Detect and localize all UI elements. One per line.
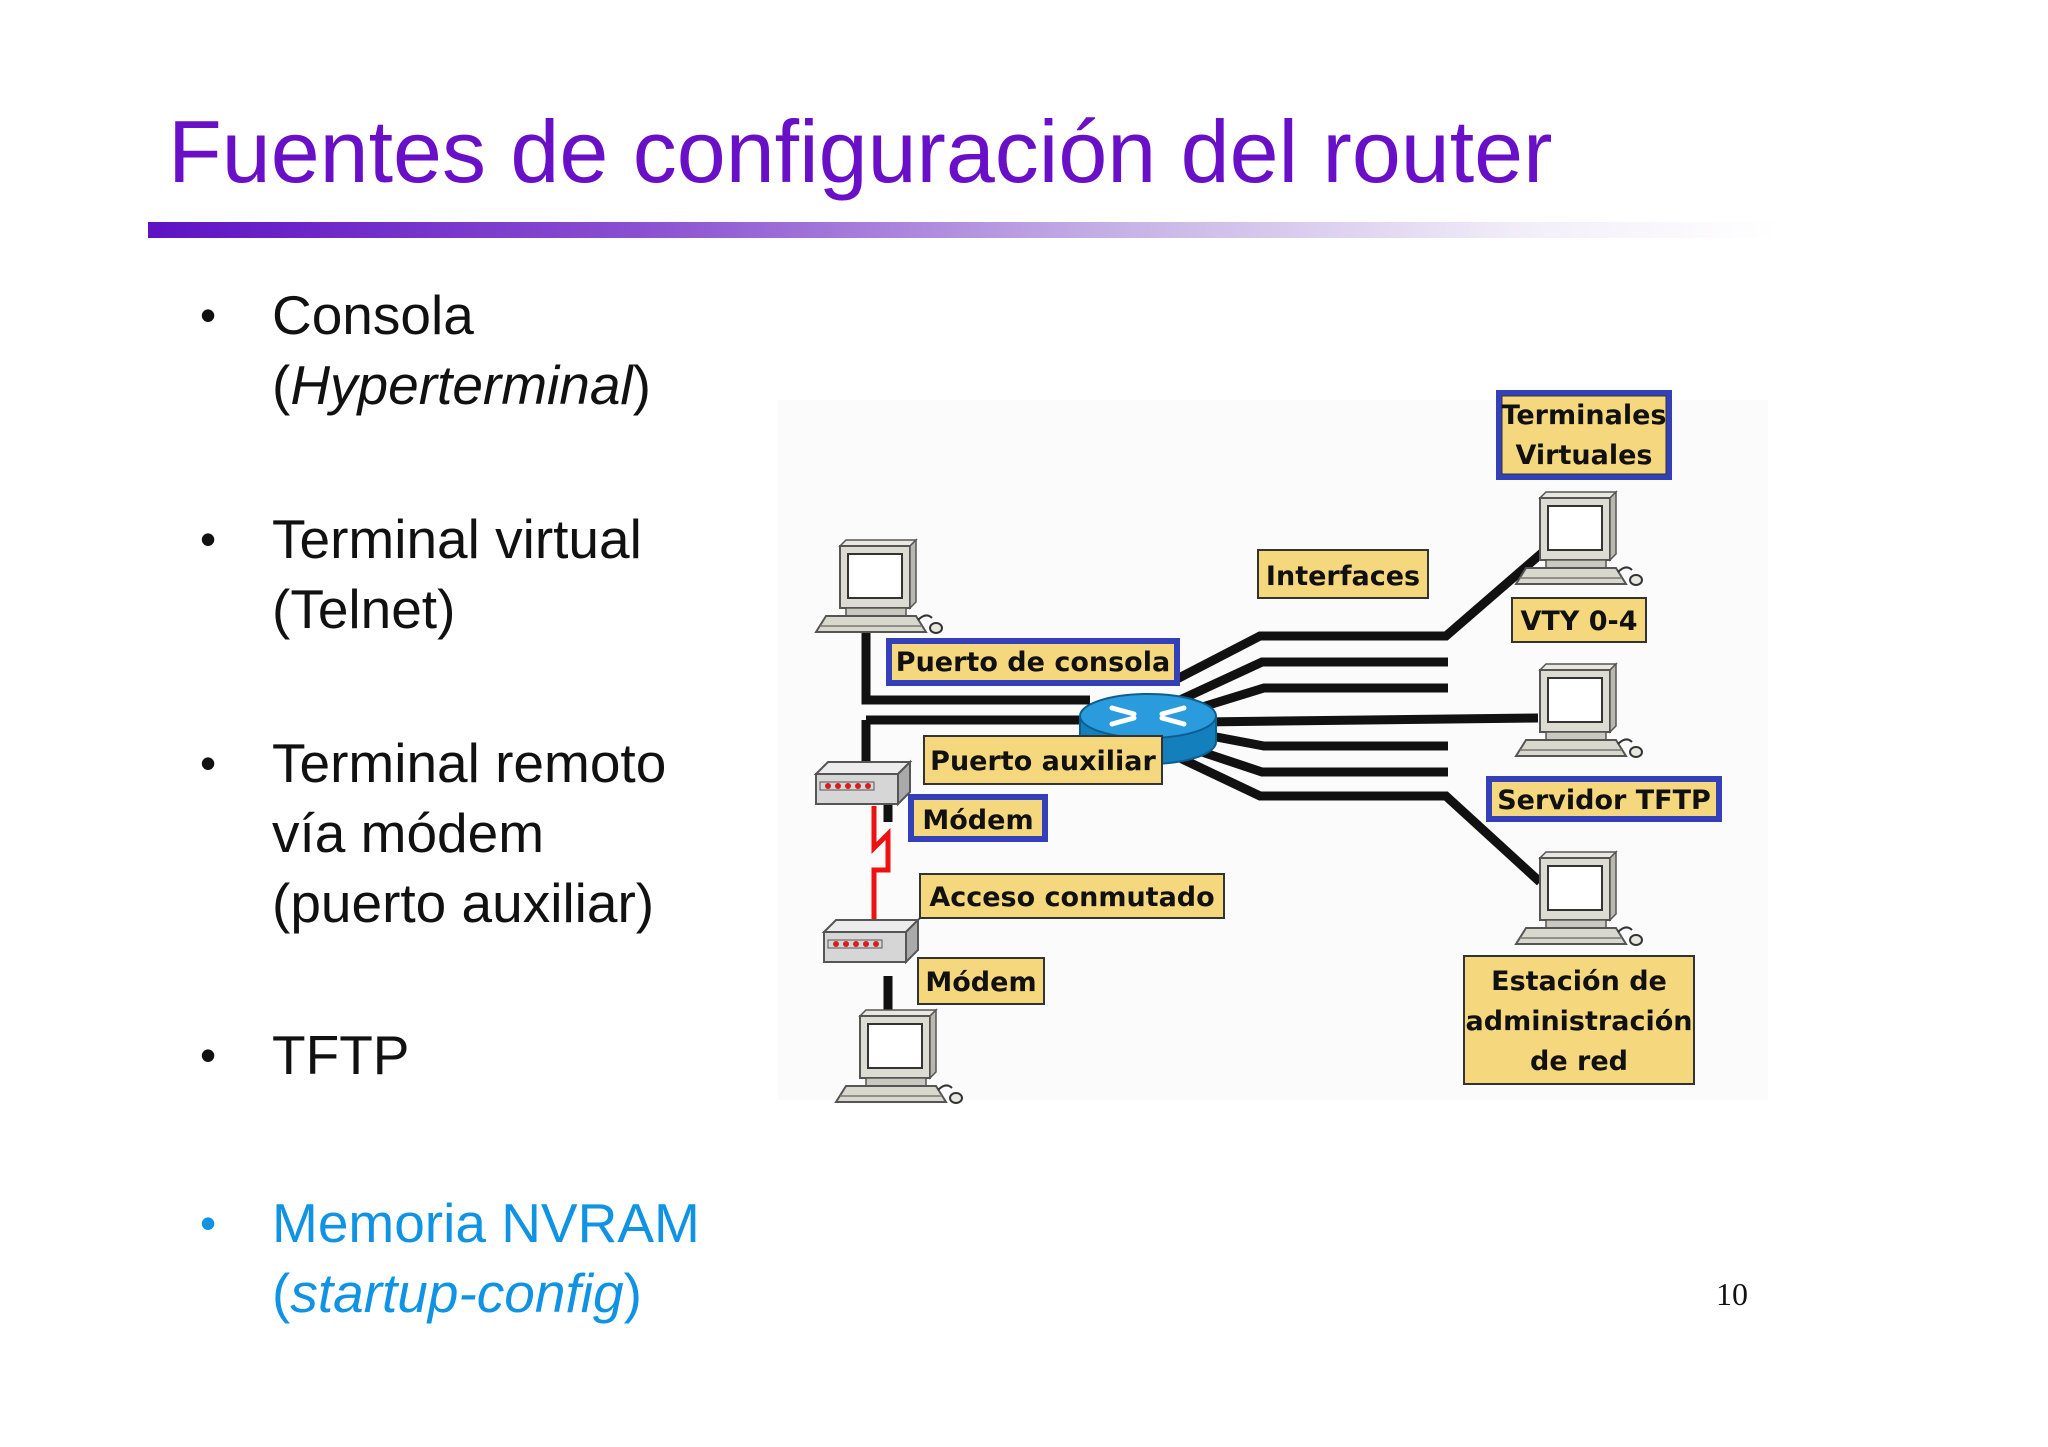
svg-text:administración: administración bbox=[1466, 1006, 1693, 1037]
title-underline bbox=[148, 222, 1780, 238]
bullet-line: vía módem bbox=[272, 802, 545, 864]
label-vty: VTY 0-4 bbox=[1511, 597, 1647, 643]
svg-text:VTY 0-4: VTY 0-4 bbox=[1520, 606, 1637, 637]
label-interfaces: Interfaces bbox=[1257, 549, 1429, 599]
bullet-line: (Telnet) bbox=[272, 578, 456, 640]
svg-text:Módem: Módem bbox=[922, 805, 1033, 836]
bullet-dot: • bbox=[200, 289, 217, 341]
label-puerto-auxiliar: Puerto auxiliar bbox=[923, 735, 1163, 785]
modem-icon-top bbox=[815, 761, 911, 805]
bullet-line: (puerto auxiliar) bbox=[272, 872, 655, 934]
bullet-dot: • bbox=[200, 513, 217, 565]
bullet-line: Terminal virtual bbox=[272, 508, 642, 570]
svg-text:Módem: Módem bbox=[925, 967, 1036, 998]
bullet-line: Memoria NVRAM bbox=[272, 1192, 700, 1254]
label-puerto-consola: Puerto de consola bbox=[886, 638, 1180, 686]
svg-text:Puerto de consola: Puerto de consola bbox=[896, 647, 1170, 678]
bullet-italic: startup-config bbox=[290, 1262, 624, 1324]
bullet-line: TFTP bbox=[272, 1024, 410, 1086]
svg-text:Estación de: Estación de bbox=[1491, 966, 1667, 997]
svg-text:de red: de red bbox=[1530, 1046, 1628, 1077]
bullet-italic: Hyperterminal bbox=[290, 354, 633, 416]
bullet-dot: • bbox=[200, 737, 217, 789]
svg-text:Virtuales: Virtuales bbox=[1516, 440, 1653, 471]
label-terminales-virtuales: Terminales Virtuales bbox=[1496, 390, 1672, 480]
svg-text:Servidor TFTP: Servidor TFTP bbox=[1497, 785, 1711, 816]
label-modem-top: Módem bbox=[908, 794, 1048, 842]
dialup-line bbox=[871, 806, 891, 920]
label-estacion-administracion: Estación de administración de red bbox=[1463, 955, 1695, 1085]
svg-text:Terminales: Terminales bbox=[1502, 400, 1667, 431]
label-servidor-tftp: Servidor TFTP bbox=[1486, 776, 1722, 822]
modem-icon-bottom bbox=[823, 919, 919, 963]
bullet-dot: • bbox=[200, 1197, 217, 1249]
label-modem-bottom: Módem bbox=[917, 957, 1045, 1005]
svg-text:Puerto auxiliar: Puerto auxiliar bbox=[930, 746, 1156, 777]
svg-text:Acceso conmutado: Acceso conmutado bbox=[929, 882, 1214, 913]
slide-title: Fuentes de configuración del router bbox=[168, 102, 1553, 201]
bullet-line: Consola bbox=[272, 284, 474, 346]
page-number: 10 bbox=[1716, 1276, 1748, 1312]
bullet-dot: • bbox=[200, 1029, 217, 1081]
bullet-line: Terminal remoto bbox=[272, 732, 667, 794]
label-acceso-conmutado: Acceso conmutado bbox=[919, 873, 1225, 919]
svg-text:Interfaces: Interfaces bbox=[1266, 561, 1420, 592]
